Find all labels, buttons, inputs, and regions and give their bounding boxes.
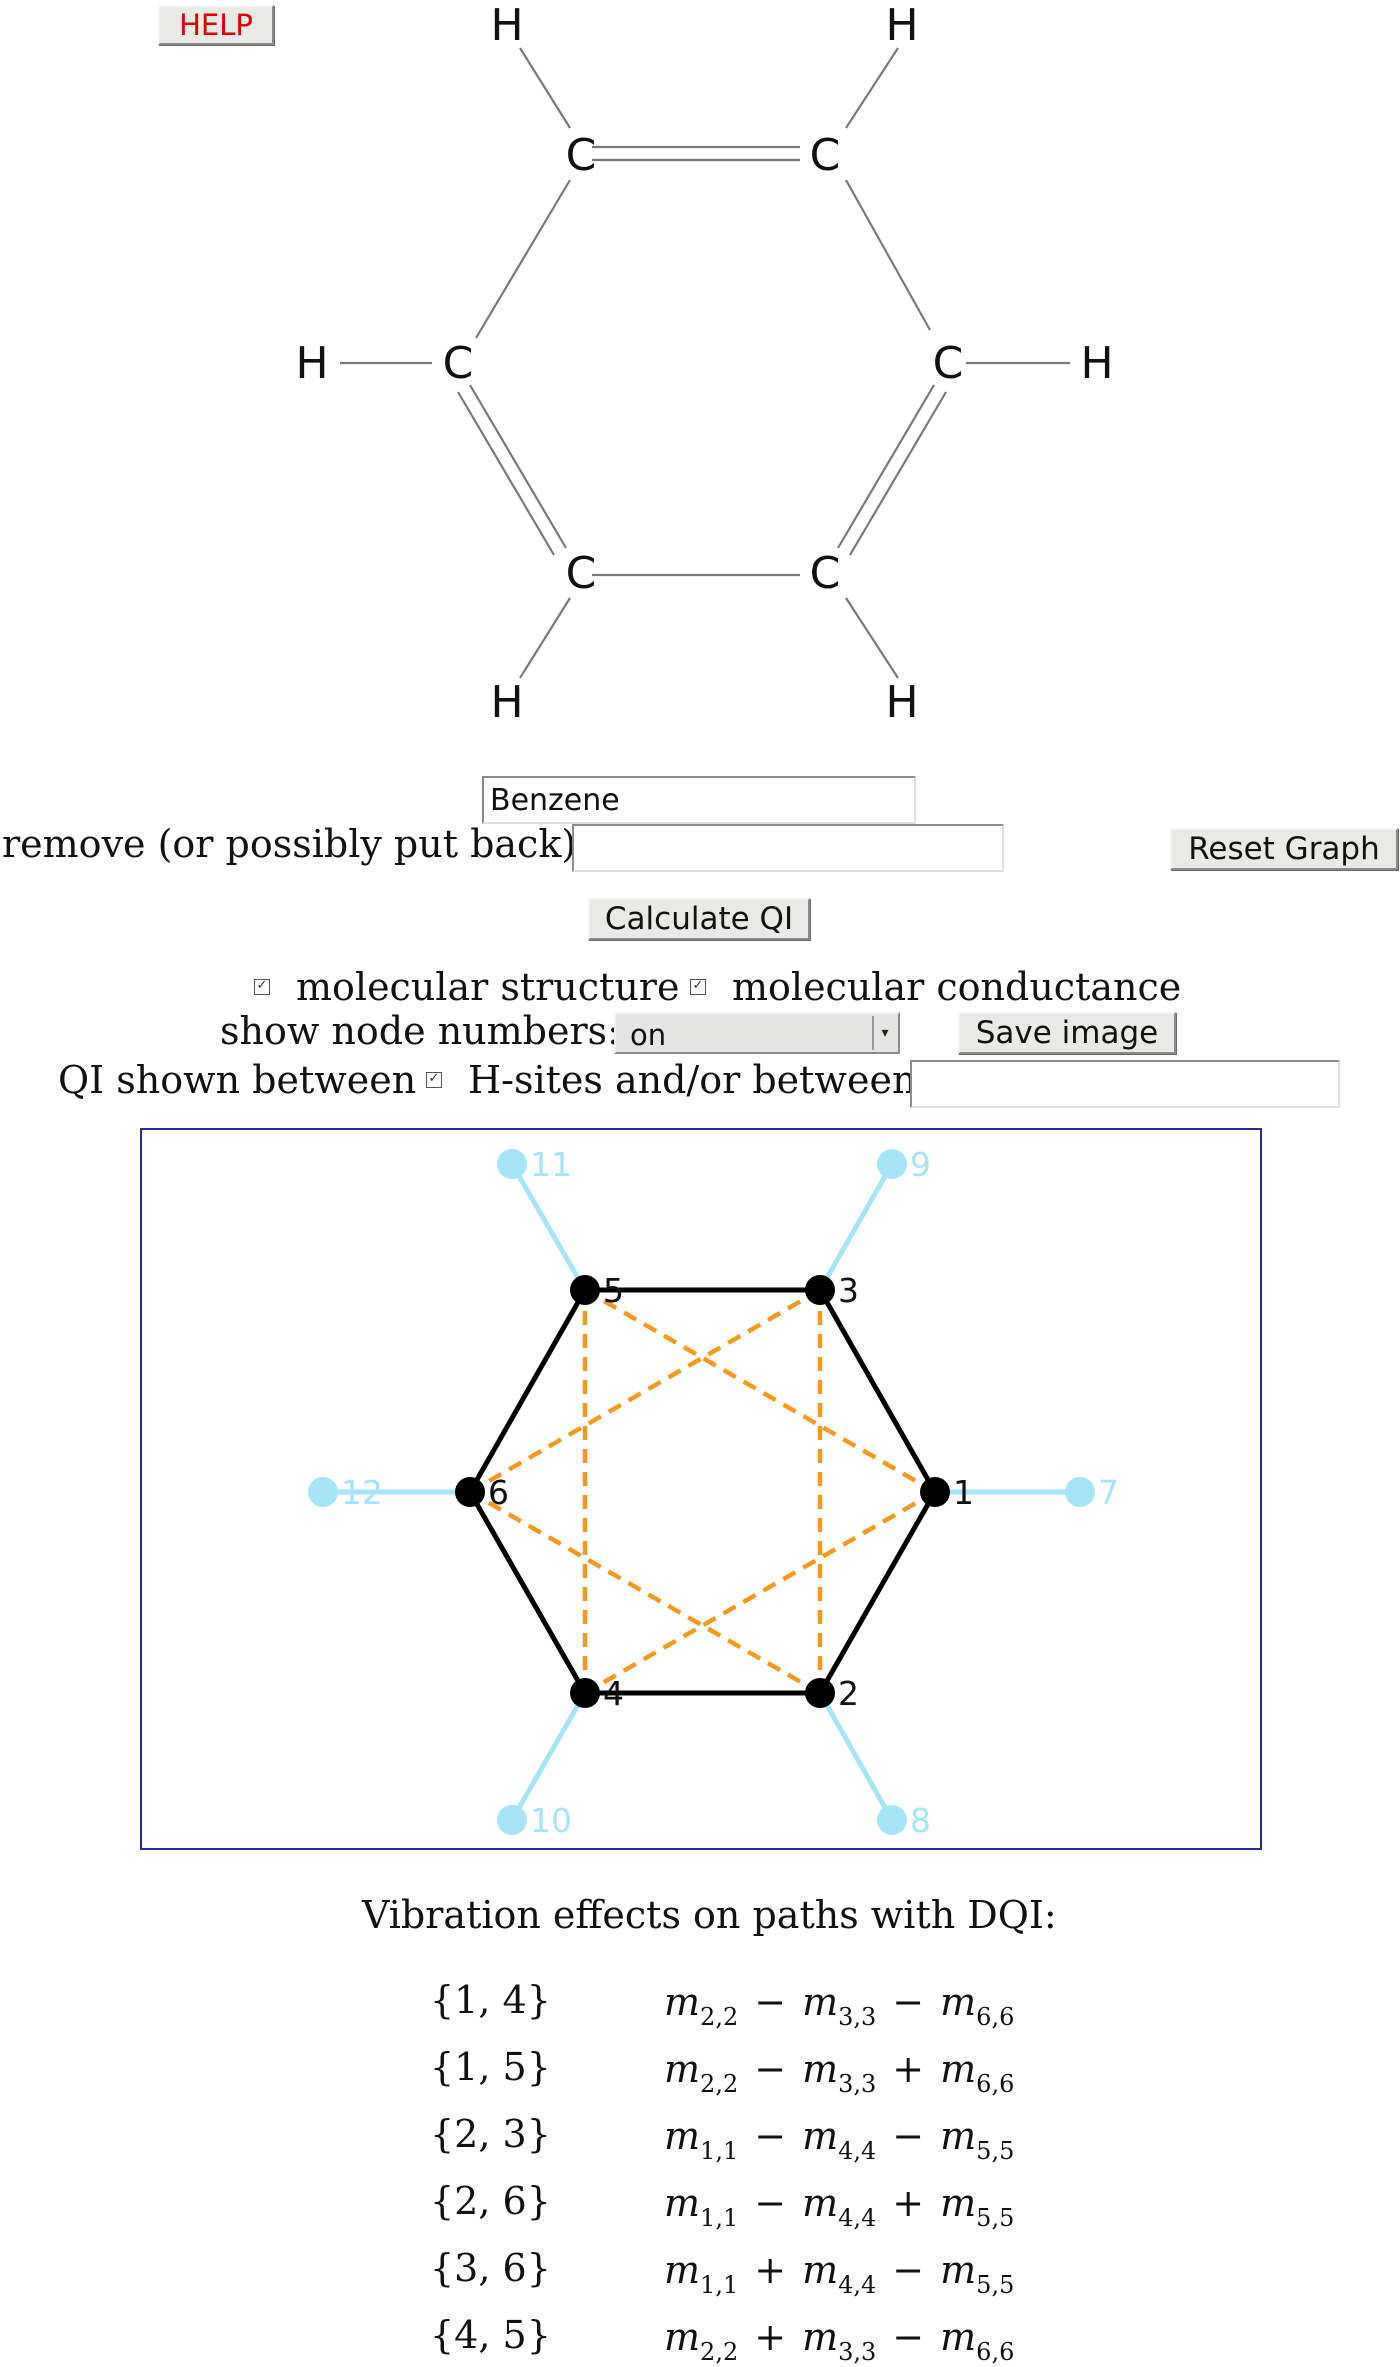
molecular-structure-label: molecular structure [296, 965, 680, 1009]
between-input[interactable] [910, 1060, 1340, 1108]
vibration-expression: m2,2+m3,3−m6,6 [664, 2315, 1015, 2366]
ring-bond-edge [467, 1288, 588, 1494]
node-number-label: 5 [603, 1271, 624, 1310]
qi-path-edge [468, 1288, 822, 1494]
h-bond-edge [817, 1162, 895, 1292]
node-numbers-value: on [630, 1018, 667, 1052]
vibration-pair: {4, 5} [430, 2313, 551, 2357]
atom-c: C [566, 548, 597, 599]
ring-bond-edge [817, 1490, 938, 1695]
qi-path-edge [583, 1288, 937, 1494]
molecular-conductance-checkbox[interactable]: ✓ [690, 979, 706, 995]
vibration-title: Vibration effects on paths with DQI: [362, 1893, 1057, 1937]
vibration-pair: {2, 6} [430, 2179, 551, 2223]
vibration-expression: m1,1−m4,4+m5,5 [664, 2181, 1015, 2232]
node-number-label: 4 [603, 1674, 624, 1713]
graph-panel [140, 1128, 1262, 1850]
h-site-node[interactable] [877, 1149, 907, 1179]
carbon-node[interactable] [805, 1678, 835, 1708]
h-site-node[interactable] [497, 1805, 527, 1835]
help-button[interactable]: HELP [158, 5, 274, 45]
node-numbers-label: show node numbers: [220, 1009, 620, 1053]
node-number-label: 12 [341, 1473, 383, 1512]
molecular-structure-drawing: H H C C H C C H C C H H [295, 0, 1113, 728]
h-site-node[interactable] [877, 1805, 907, 1835]
remove-label: remove (or possibly put back): [2, 822, 589, 866]
ring-bond-edge [467, 1490, 588, 1695]
vibration-pair: {2, 3} [430, 2112, 551, 2156]
atom-c: C [810, 548, 841, 599]
molecular-structure-checkbox[interactable]: ✓ [254, 979, 270, 995]
atom-h: H [885, 0, 918, 51]
node-number-label: 7 [1098, 1473, 1119, 1512]
remove-input[interactable] [572, 824, 1004, 872]
h-site-node[interactable] [308, 1477, 338, 1507]
chevron-down-icon[interactable]: ▾ [872, 1016, 896, 1050]
atom-h: H [1080, 338, 1113, 389]
carbon-node[interactable] [570, 1275, 600, 1305]
reset-graph-button[interactable]: Reset Graph [1170, 828, 1398, 870]
node-number-label: 6 [488, 1473, 509, 1512]
vibration-pair: {3, 6} [430, 2246, 551, 2290]
ring-bond-edge [817, 1288, 938, 1494]
atom-c: C [566, 130, 597, 181]
atom-h: H [490, 677, 523, 728]
vibration-expression: m1,1−m4,4−m5,5 [664, 2114, 1015, 2165]
node-number-label: 1 [953, 1473, 974, 1512]
h-sites-label: H-sites and/or between [468, 1058, 917, 1102]
calculate-qi-button[interactable]: Calculate QI [588, 898, 810, 940]
carbon-node[interactable] [805, 1275, 835, 1305]
carbon-node[interactable] [920, 1477, 950, 1507]
atom-c: C [443, 338, 474, 389]
node-number-label: 8 [910, 1801, 931, 1840]
molecular-conductance-label: molecular conductance [732, 965, 1182, 1009]
atom-c: C [810, 130, 841, 181]
node-number-label: 3 [838, 1271, 859, 1310]
node-numbers-select[interactable]: on ▾ [614, 1012, 900, 1054]
node-number-label: 9 [910, 1145, 931, 1184]
atom-h: H [490, 0, 523, 51]
qi-shown-label: QI shown between [58, 1058, 417, 1102]
h-bond-edge [509, 1162, 588, 1292]
node-number-label: 2 [838, 1674, 859, 1713]
carbon-node[interactable] [455, 1477, 485, 1507]
h-bond-edge [817, 1691, 895, 1822]
atom-h: H [885, 677, 918, 728]
save-image-button[interactable]: Save image [958, 1012, 1176, 1054]
node-number-label: 10 [530, 1801, 572, 1840]
node-number-label: 11 [530, 1145, 572, 1184]
qi-path-edge [583, 1490, 937, 1695]
h-bond-edge [509, 1691, 588, 1822]
h-site-node[interactable] [1065, 1477, 1095, 1507]
atom-c: C [933, 338, 964, 389]
h-site-node[interactable] [497, 1149, 527, 1179]
molecule-name-input[interactable] [482, 776, 916, 824]
vibration-expression: m1,1+m4,4−m5,5 [664, 2248, 1015, 2299]
h-sites-checkbox[interactable]: ✓ [426, 1072, 442, 1088]
vibration-pair: {1, 5} [430, 2045, 551, 2089]
vibration-pair: {1, 4} [430, 1978, 551, 2022]
atom-h: H [295, 338, 328, 389]
carbon-node[interactable] [570, 1678, 600, 1708]
qi-path-edge [468, 1490, 822, 1695]
vibration-expression: m2,2−m3,3−m6,6 [664, 1980, 1015, 2031]
vibration-expression: m2,2−m3,3+m6,6 [664, 2047, 1015, 2098]
